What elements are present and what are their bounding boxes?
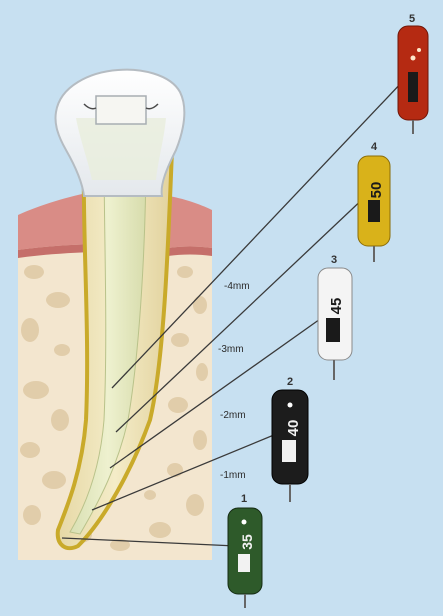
instrument-2: 2 40 xyxy=(272,376,308,502)
tooth-crown xyxy=(55,70,184,196)
instrument-2-stop-dot xyxy=(288,403,293,408)
instrument-5-marker xyxy=(408,72,418,102)
instrument-2-marker xyxy=(282,440,296,462)
instrument-1-stop-dot xyxy=(242,520,247,525)
instrument-2-number: 2 xyxy=(287,376,293,388)
instrument-3-size: 45 xyxy=(328,298,345,315)
instrument-3-number: 3 xyxy=(331,254,337,266)
instrument-4: 4 50 xyxy=(358,141,390,262)
instrument-1-size: 35 xyxy=(239,534,255,550)
instrument-5-stop-dot xyxy=(411,56,416,61)
depth-label-1mm: -1mm xyxy=(220,470,246,481)
instrument-4-size: 50 xyxy=(368,182,385,199)
instrument-3: 3 45 xyxy=(318,254,352,380)
instrument-1-number: 1 xyxy=(241,493,247,505)
instrument-4-number: 4 xyxy=(371,141,378,153)
depth-label-2mm: -2mm xyxy=(220,410,246,421)
depth-label-3mm: -3mm xyxy=(218,344,244,355)
access-cavity xyxy=(96,96,146,124)
instrument-2-size: 40 xyxy=(285,420,302,437)
instrument-4-marker xyxy=(368,200,380,222)
gum-right xyxy=(167,196,212,248)
instrument-5-number: 5 xyxy=(409,13,415,25)
depth-label-4mm: -4mm xyxy=(224,281,250,292)
instrument-3-marker xyxy=(326,318,340,342)
instrument-1-marker xyxy=(238,554,250,572)
instrument-5: 5 xyxy=(398,13,428,134)
instrument-5-stop-dot-2 xyxy=(417,48,421,52)
instrument-1: 1 35 xyxy=(228,493,262,608)
